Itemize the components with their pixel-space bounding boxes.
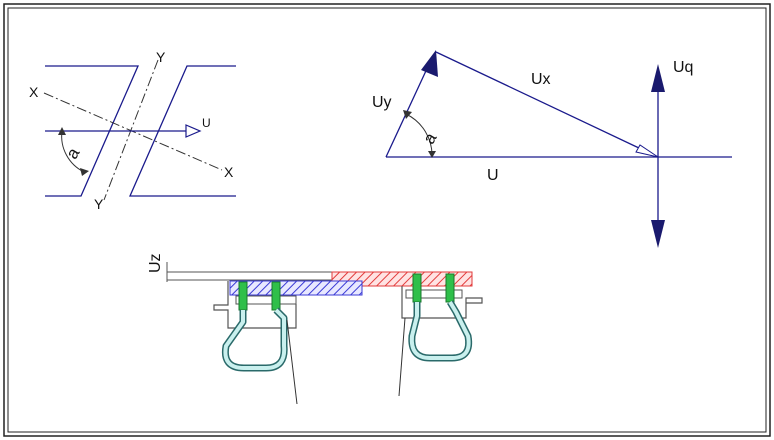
vector-angle-label: a — [419, 129, 440, 147]
ux-vector — [435, 51, 659, 158]
uq-arrow-down — [651, 220, 665, 248]
y-axis-line — [103, 59, 159, 201]
outer-frame — [3, 3, 771, 437]
right-anchor-loop-core — [409, 300, 471, 360]
right-bolt-2 — [445, 273, 455, 303]
uy-vector — [385, 59, 432, 158]
vector-diagram: Uy Ux U Uq a — [372, 50, 732, 248]
left-anchor-loop — [221, 307, 288, 372]
right-anchor-block — [405, 289, 463, 299]
uy-arrowhead — [421, 50, 438, 77]
uq-label: Uq — [673, 59, 693, 76]
plan-view: X X Y Y U a — [29, 49, 236, 212]
inner-frame — [7, 7, 767, 433]
right-support-frame — [401, 286, 483, 319]
plan-angle-arrow-top — [58, 127, 66, 135]
plan-angle-arc — [61, 130, 85, 173]
uy-label: Uy — [372, 94, 392, 111]
right-anchor-loop — [408, 300, 473, 362]
vector-angle-arrow-bottom — [428, 151, 436, 158]
x-axis-label-start: X — [29, 84, 39, 100]
uq-arrow-up — [651, 64, 665, 92]
plan-angle-label: a — [62, 144, 83, 162]
x-axis-label-end: X — [224, 164, 234, 180]
left-anchor-block — [235, 295, 297, 305]
left-leader-line — [286, 319, 298, 405]
plan-angle-arrow-bottom — [80, 168, 89, 176]
left-bolt-2 — [271, 281, 281, 311]
ux-arrowhead — [635, 144, 659, 158]
left-anchor-loop-core — [223, 308, 287, 370]
ux-label: Ux — [531, 71, 551, 88]
motion-label: U — [202, 116, 211, 130]
y-axis-label-bottom: Y — [94, 196, 104, 212]
y-axis-label-top: Y — [156, 49, 166, 65]
u-label: U — [487, 167, 499, 184]
right-leader-line — [398, 317, 406, 397]
blue-cover-plate — [229, 280, 363, 296]
uz-label: Uz — [147, 253, 164, 273]
motion-arrowhead — [185, 124, 202, 138]
section-view: Uz — [147, 253, 483, 405]
vector-angle-arrow-top — [403, 110, 412, 119]
right-bolt-1 — [412, 273, 422, 303]
left-bolt-1 — [238, 281, 248, 311]
